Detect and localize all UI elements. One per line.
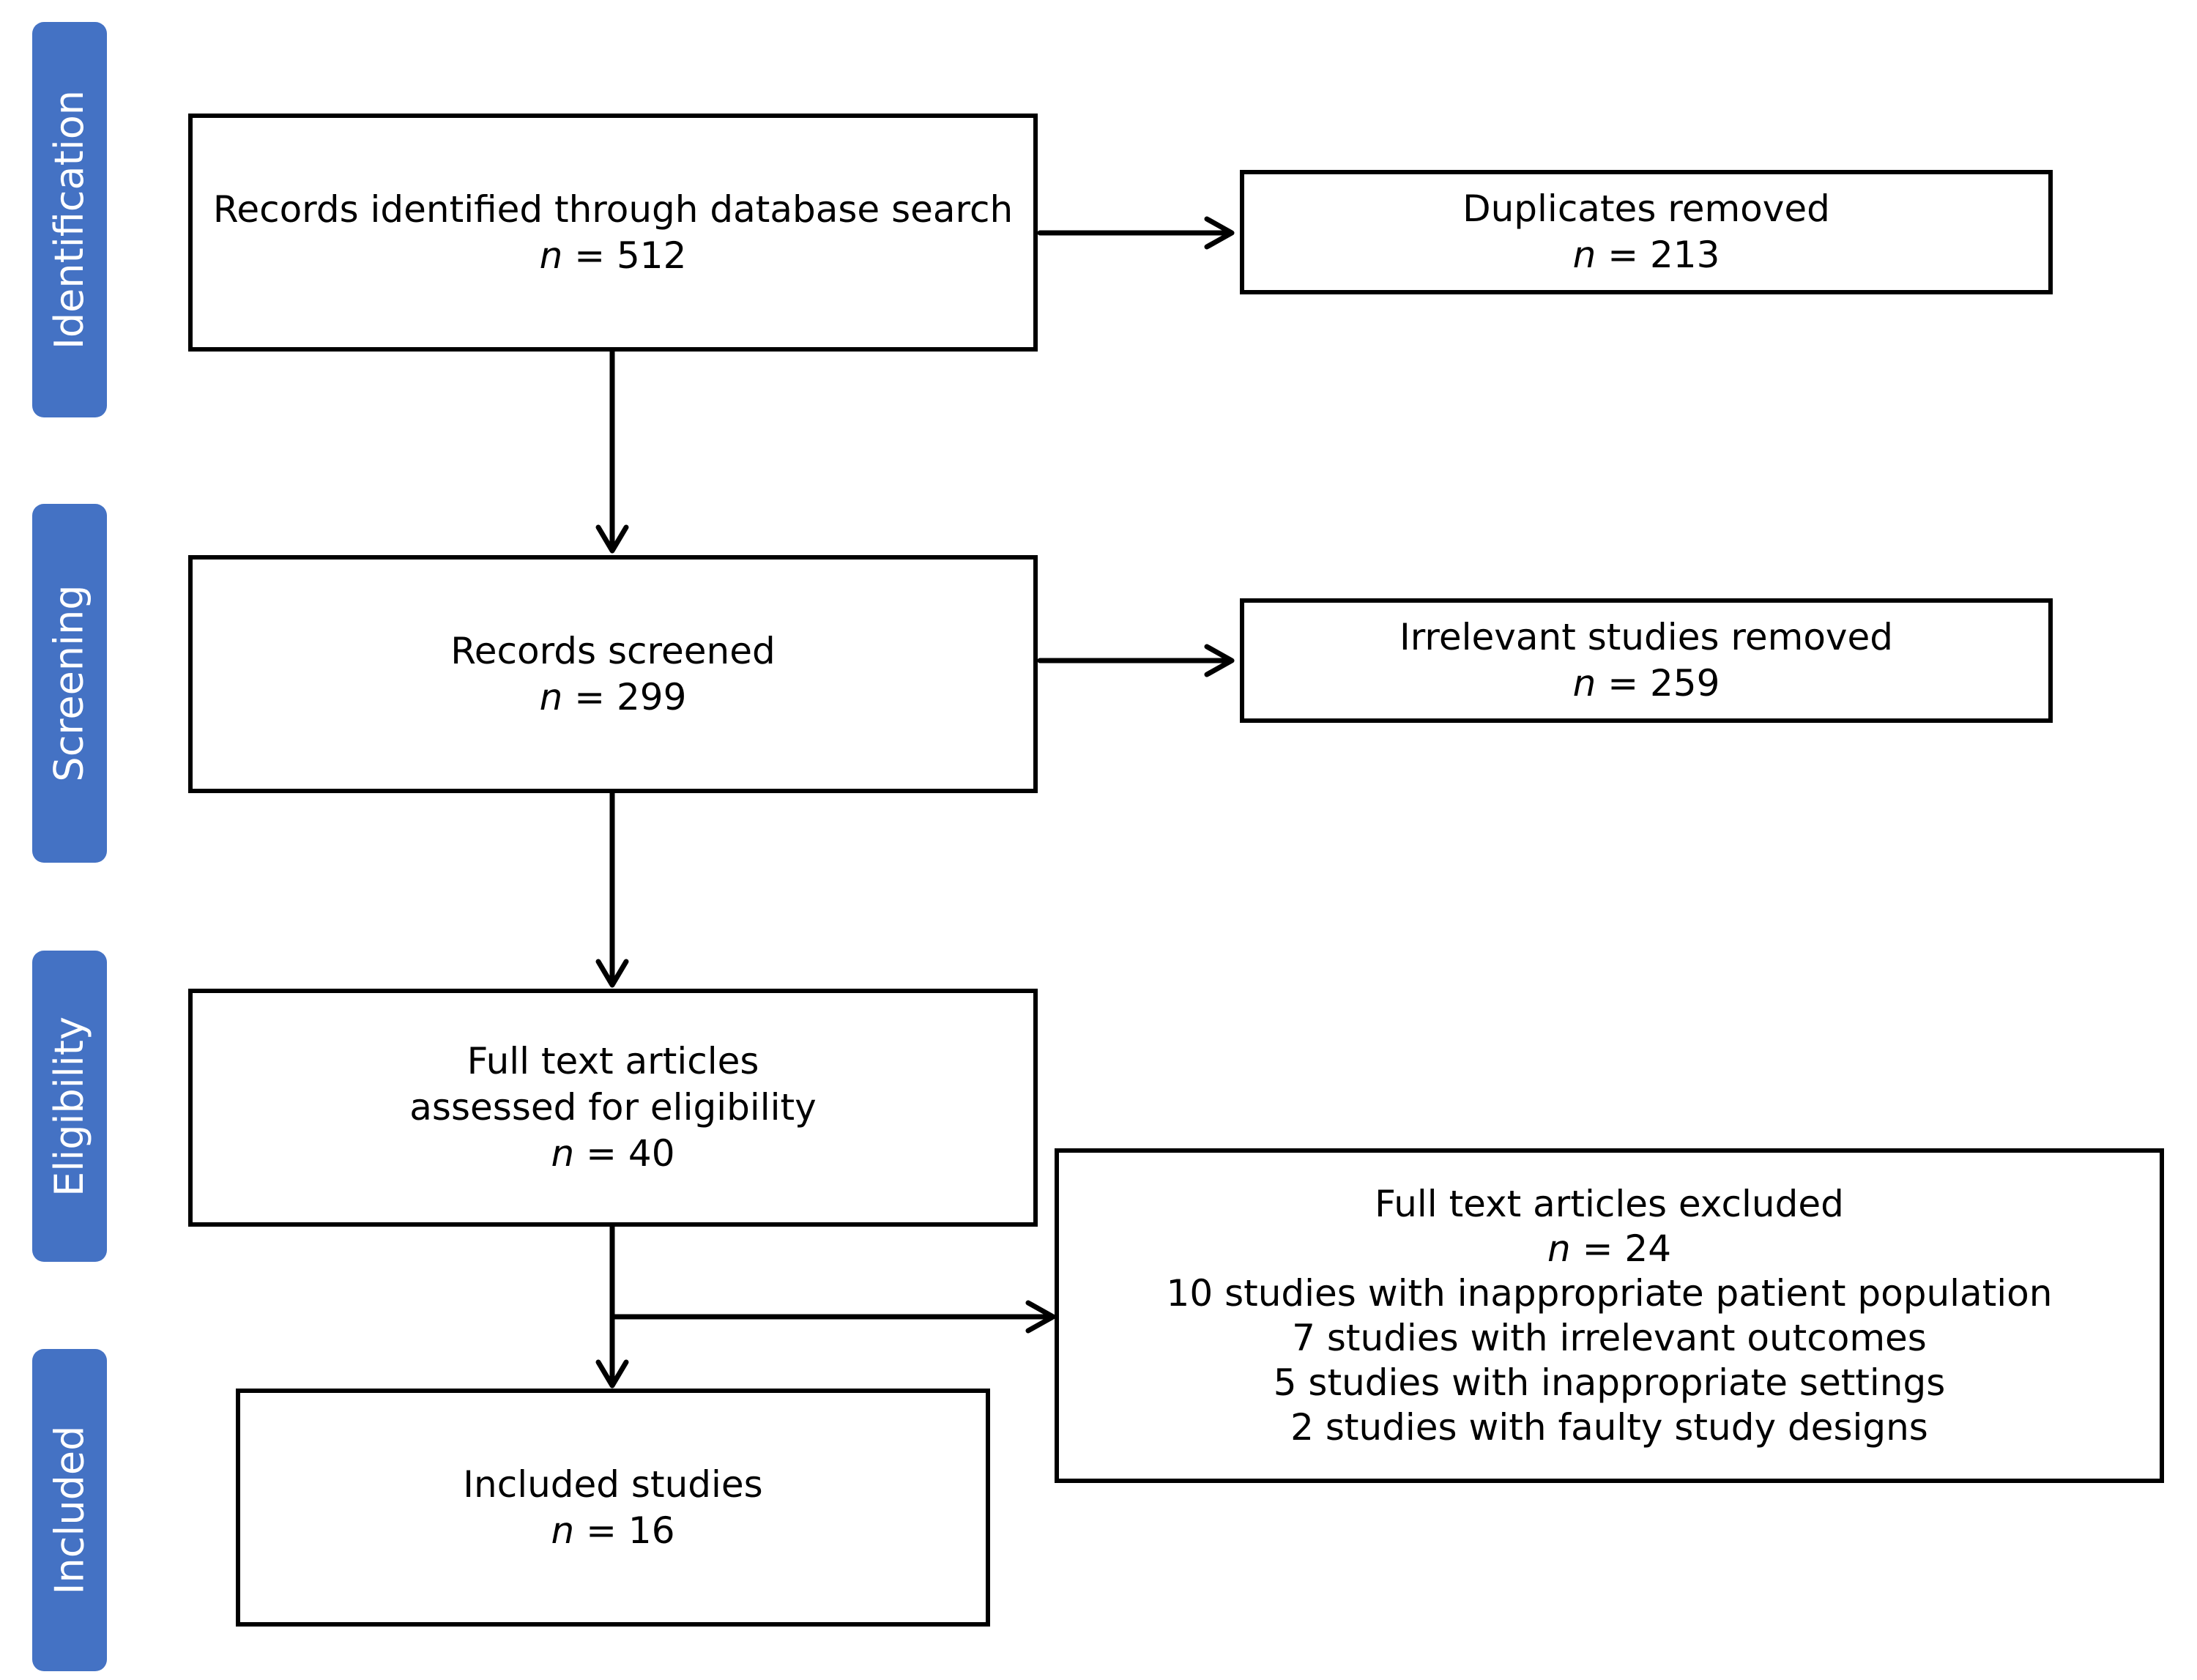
box-records-identified: Records identified through database sear… <box>188 114 1038 352</box>
records-identified-label: Records identified through database sear… <box>212 187 1014 231</box>
exclusion-reason: 2 studies with faulty study designs <box>1290 1405 1928 1449</box>
included-studies-count: n = 16 <box>551 1509 675 1552</box>
exclusion-reason: 10 studies with inappropriate patient po… <box>1166 1271 2053 1315</box>
full-text-excluded-label: Full text articles excluded <box>1375 1182 1844 1225</box>
arrowhead-fulltext <box>595 959 629 988</box>
exclusion-reason: 7 studies with irrelevant outcomes <box>1292 1316 1927 1359</box>
exclusion-reason: 5 studies with inappropriate settings <box>1273 1361 1946 1404</box>
box-records-screened: Records screened n = 299 <box>188 555 1038 793</box>
full-text-assessed-label-1: Full text articles <box>466 1040 759 1082</box>
box-full-text-excluded: Full text articles excluded n = 24 10 st… <box>1055 1148 2164 1483</box>
duplicates-removed-label: Duplicates removed <box>1462 187 1830 230</box>
arrowhead-screened <box>595 524 629 554</box>
full-text-assessed-label-2: assessed for eligibility <box>409 1086 817 1129</box>
box-duplicates-removed: Duplicates removed n = 213 <box>1240 170 2053 294</box>
records-screened-count: n = 299 <box>539 675 687 718</box>
full-text-assessed-count: n = 40 <box>551 1132 675 1175</box>
stage-included: Included <box>32 1349 107 1671</box>
box-included-studies: Included studies n = 16 <box>236 1389 990 1627</box>
stage-eligibility: Eligibility <box>32 951 107 1262</box>
stage-identification: Identification <box>32 22 107 417</box>
records-identified-count: n = 512 <box>539 234 687 277</box>
arrowhead-included <box>595 1359 629 1389</box>
duplicates-removed-count: n = 213 <box>1572 234 1720 276</box>
arrowhead-excluded <box>1025 1300 1056 1334</box>
box-irrelevant-removed: Irrelevant studies removed n = 259 <box>1240 598 2053 723</box>
included-studies-label: Included studies <box>463 1462 763 1506</box>
irrelevant-removed-label: Irrelevant studies removed <box>1399 616 1893 658</box>
arrowhead-irrelevant <box>1204 644 1235 677</box>
irrelevant-removed-count: n = 259 <box>1572 662 1720 705</box>
box-full-text-assessed: Full text articles assessed for eligibil… <box>188 989 1038 1227</box>
full-text-excluded-count: n = 24 <box>1547 1227 1672 1270</box>
records-screened-label: Records screened <box>450 629 776 672</box>
stage-screening: Screening <box>32 504 107 863</box>
arrowhead-duplicates <box>1204 216 1235 250</box>
